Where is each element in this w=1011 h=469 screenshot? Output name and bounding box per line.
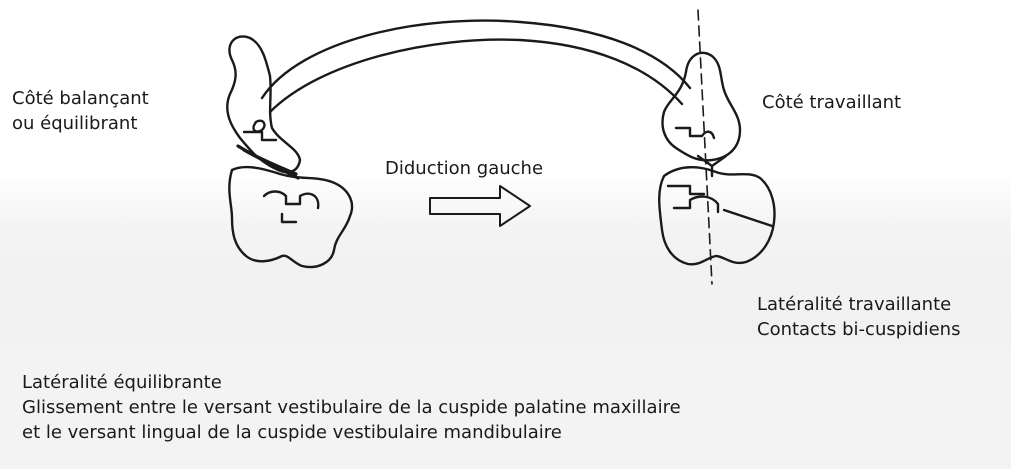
balancing-laterality-line-2: Glissement entre le versant vestibulaire…: [22, 395, 681, 420]
right-mandibular-tooth: [659, 166, 774, 264]
right-maxillary-tooth: [663, 53, 741, 166]
balancing-side-label: Côté balançant ou équilibrant: [12, 86, 149, 136]
working-laterality-line-2: Contacts bi-cuspidiens: [757, 317, 960, 342]
working-laterality-line-1: Latéralité travaillante: [757, 292, 960, 317]
working-side-axis-line: [698, 10, 712, 284]
balancing-laterality-caption: Latéralité équilibrante Glissement entre…: [22, 370, 681, 445]
palatal-arch: [262, 21, 690, 112]
movement-label: Diduction gauche: [385, 156, 543, 181]
working-side-label: Côté travaillant: [762, 90, 901, 115]
balancing-side-line-1: Côté balançant: [12, 86, 149, 111]
balancing-contact-hatch: [238, 146, 298, 178]
left-maxillary-tooth: [227, 36, 300, 172]
balancing-side-line-2: ou équilibrant: [12, 111, 149, 136]
balancing-laterality-line-3: et le versant lingual de la cuspide vest…: [22, 420, 681, 445]
diduction-arrow-icon: [430, 186, 530, 226]
working-laterality-label: Latéralité travaillante Contacts bi-cusp…: [757, 292, 960, 342]
balancing-laterality-line-1: Latéralité équilibrante: [22, 370, 681, 395]
left-mandibular-tooth: [229, 167, 352, 267]
